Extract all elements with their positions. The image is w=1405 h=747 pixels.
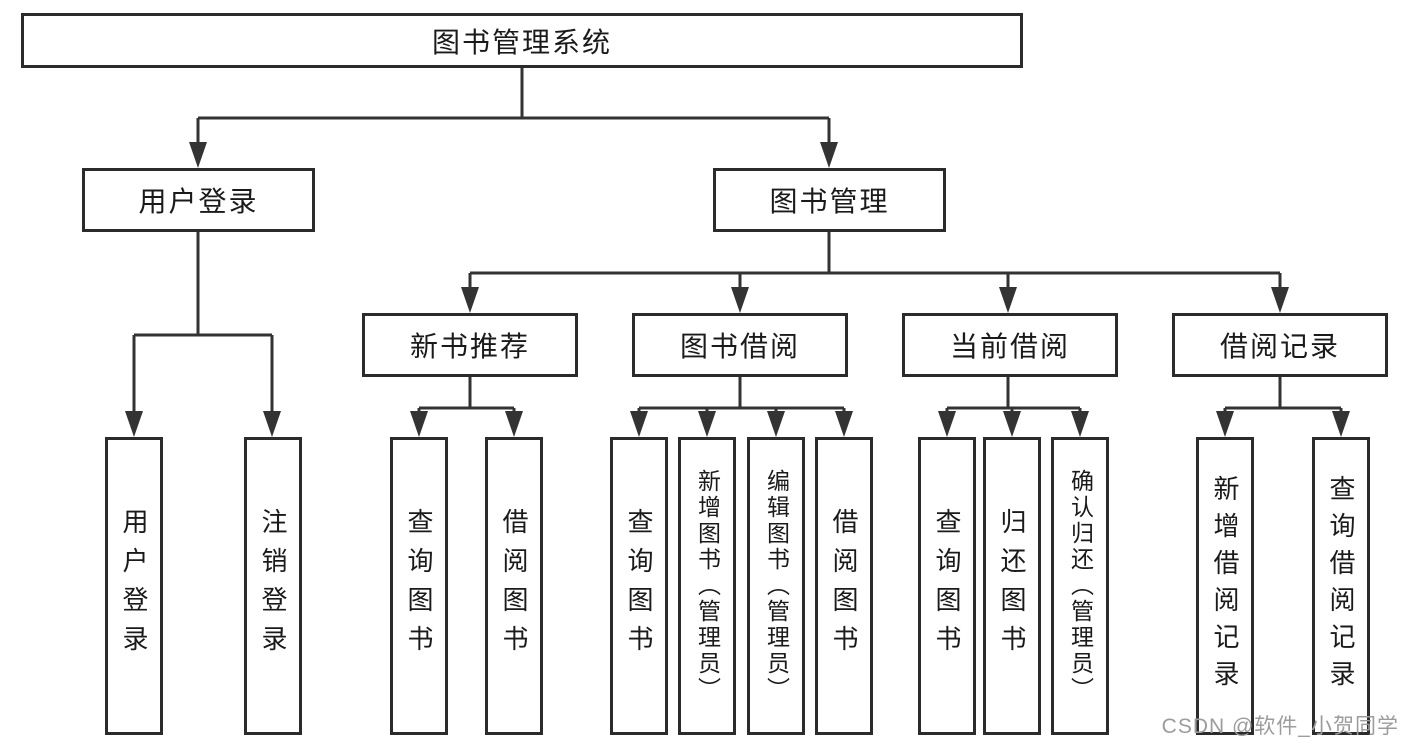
leaf-query-borrowing-record: 查询借阅记录 xyxy=(1312,437,1370,735)
node-new-book-recommendation: 新书推荐 xyxy=(362,313,578,377)
csdn-watermark: CSDN @软件_小贺同学 xyxy=(1161,715,1399,738)
leaf-borrow-books: 借阅图书 xyxy=(485,437,543,735)
leaf-return-books: 归还图书 xyxy=(983,437,1041,735)
arrowheads xyxy=(125,142,1350,437)
node-book-management: 图书管理 xyxy=(713,168,946,232)
node-user-login: 用户登录 xyxy=(82,168,315,232)
node-current-borrowing: 当前借阅 xyxy=(902,313,1118,377)
leaf-user-login: 用户登录 xyxy=(105,437,163,735)
leaf-logout: 注销登录 xyxy=(244,437,302,735)
node-library-management-system: 图书管理系统 xyxy=(21,13,1023,68)
leaf-edit-books-admin: 编辑图书（管理员） xyxy=(747,437,805,735)
leaf-query-books: 查询图书 xyxy=(610,437,668,735)
leaf-borrow-books: 借阅图书 xyxy=(815,437,873,735)
leaf-add-borrowing-record: 新增借阅记录 xyxy=(1196,437,1254,735)
node-book-borrowing: 图书借阅 xyxy=(632,313,848,377)
leaf-query-books: 查询图书 xyxy=(918,437,976,735)
leaf-add-books-admin: 新增图书（管理员） xyxy=(678,437,736,735)
leaf-query-books: 查询图书 xyxy=(390,437,448,735)
node-borrowing-records: 借阅记录 xyxy=(1172,313,1388,377)
leaf-confirm-return-admin: 确认归还（管理员） xyxy=(1051,437,1109,735)
